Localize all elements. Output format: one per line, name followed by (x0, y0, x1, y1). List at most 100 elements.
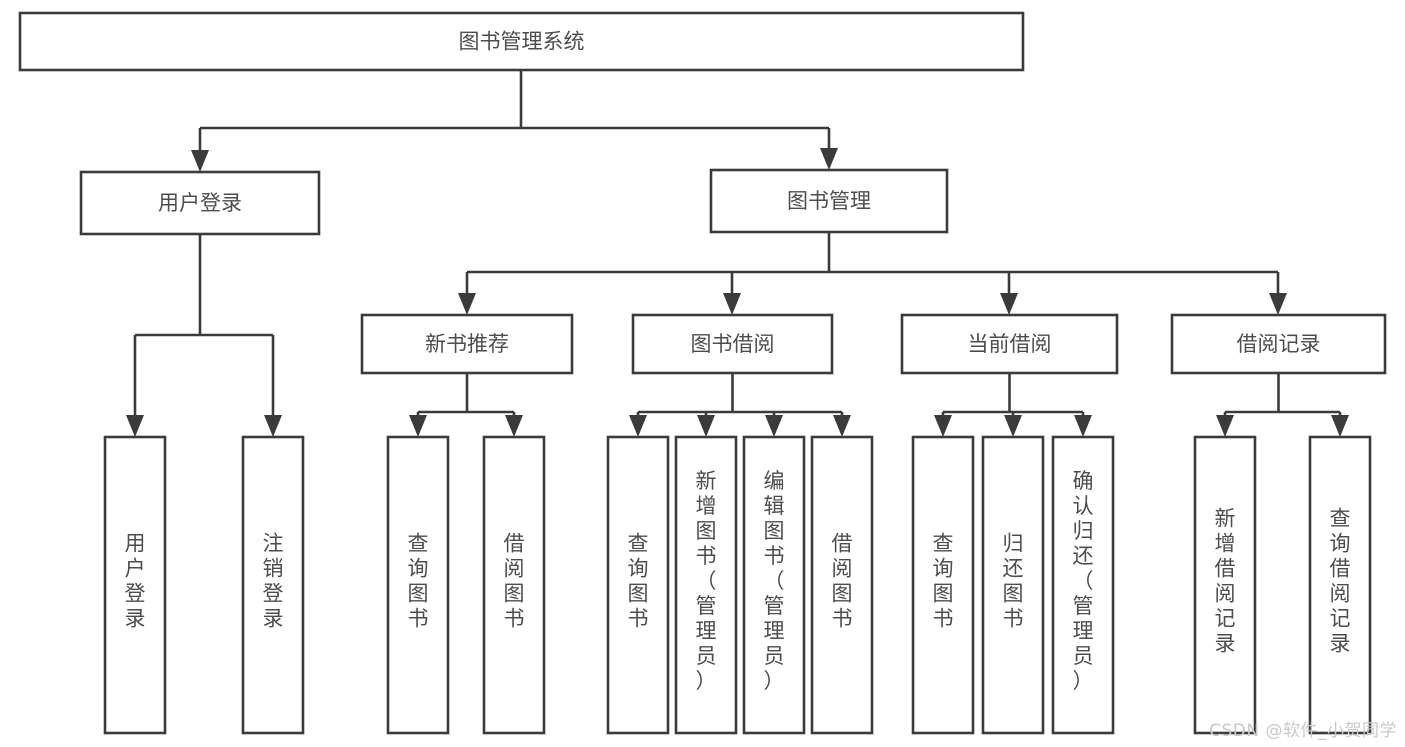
node-leaf-12-label-char: 记 (1330, 607, 1351, 631)
node-level2-3-rect[interactable] (1170, 313, 1387, 375)
node-leaf-0-label-char: 录 (125, 607, 146, 631)
node-root-rect[interactable] (18, 11, 1025, 72)
node-leaf-0-rect[interactable] (103, 435, 167, 735)
node-level2-0[interactable]: 新书推荐 (360, 313, 574, 375)
arrow-head-icon-leaf-当前借阅-2 (1074, 415, 1092, 437)
node-leaf-10-label-char: 理 (1073, 619, 1094, 643)
node-layer: 图书管理系统用户登录图书管理新书推荐图书借阅当前借阅借阅记录用户登录注销登录查询… (18, 11, 1387, 735)
node-leaf-3-label-char: 借 (504, 532, 525, 556)
node-level2-0-rect[interactable] (360, 313, 574, 375)
connector-layer (126, 70, 1349, 437)
node-level2-2[interactable]: 当前借阅 (900, 313, 1119, 375)
arrow-head-icon-level2-2 (1000, 293, 1018, 315)
node-root-label: 图书管理系统 (459, 30, 585, 54)
node-leaf-11-label-char: 增 (1215, 532, 1236, 556)
node-leaf-1-rect[interactable] (241, 435, 305, 735)
node-leaf-8-label-char: 图 (933, 582, 954, 606)
node-leaf-12-label-char: 录 (1330, 632, 1351, 656)
node-leaf-5-label-char: （ (696, 569, 717, 593)
node-level1-0[interactable]: 用户登录 (79, 170, 321, 236)
node-leaf-10-label-char: ） (1073, 669, 1094, 693)
arrow-head-icon-leaf-借阅记录-0 (1216, 415, 1234, 437)
node-leaf-10-label-char: 管 (1073, 594, 1094, 618)
watermark-text: CSDN @软件_小贺同学 (1209, 721, 1397, 741)
node-leaf-9-rect[interactable] (981, 435, 1045, 735)
node-leaf-1-label-char: 注 (263, 532, 284, 556)
node-leaf-1-label-char: 登 (263, 582, 284, 606)
node-level1-1-label: 图书管理 (787, 189, 871, 213)
node-level1-1[interactable]: 图书管理 (709, 168, 949, 234)
arrow-head-icon-level2-1 (723, 293, 741, 315)
node-leaf-10-label-char: （ (1073, 569, 1094, 593)
node-leaf-7-label-char: 阅 (832, 557, 853, 581)
arrow-head-icon-level1-1 (820, 148, 838, 170)
node-leaf-10-label-char: 还 (1073, 544, 1094, 568)
node-leaf-10-rect[interactable] (1051, 435, 1115, 735)
node-leaf-12-label-char: 阅 (1330, 582, 1351, 606)
node-leaf-5-label-char: 增 (696, 494, 717, 518)
node-leaf-7-label-char: 借 (832, 532, 853, 556)
node-leaf-1-label-char: 销 (263, 557, 284, 581)
node-level2-1-rect[interactable] (631, 313, 834, 375)
node-leaf-5-label-char: 员 (696, 644, 717, 668)
node-level1-0-rect[interactable] (79, 170, 321, 236)
node-leaf-9-label-char: 归 (1003, 532, 1024, 556)
node-leaf-10-label-char: 归 (1073, 519, 1094, 543)
arrow-head-icon-leaf-借阅记录-1 (1331, 415, 1349, 437)
arrow-head-icon-leaf-新书推荐-1 (505, 415, 523, 437)
arrow-head-icon-leaf-新书推荐-0 (409, 415, 427, 437)
node-leaf-3-label-char: 书 (504, 607, 525, 631)
node-leaf-7-rect[interactable] (810, 435, 874, 735)
node-leaf-10-label-char: 认 (1073, 494, 1094, 518)
node-leaf-4-label-char: 询 (628, 557, 649, 581)
node-level2-3-label: 借阅记录 (1237, 332, 1321, 356)
node-leaf-11-rect[interactable] (1193, 435, 1257, 735)
node-level2-2-rect[interactable] (900, 313, 1119, 375)
arrow-head-icon-leaf-图书借阅-2 (765, 415, 783, 437)
node-root[interactable]: 图书管理系统 (18, 11, 1025, 72)
node-leaf-0[interactable]: 用户登录 (103, 435, 167, 735)
node-leaf-8-label-char: 询 (933, 557, 954, 581)
arrow-head-icon-leaf-当前借阅-0 (934, 415, 952, 437)
node-leaf-6-label-char: ） (764, 669, 785, 693)
node-leaf-4-rect[interactable] (606, 435, 670, 735)
node-leaf-8-rect[interactable] (911, 435, 975, 735)
node-leaf-6-label-char: 理 (764, 619, 785, 643)
node-leaf-9-label-char: 图 (1003, 582, 1024, 606)
node-leaf-3-label-char: 阅 (504, 557, 525, 581)
node-leaf-11-label-char: 借 (1215, 557, 1236, 581)
arrow-head-icon-leaf-当前借阅-1 (1004, 415, 1022, 437)
arrow-head-icon-level2-0 (458, 293, 476, 315)
arrow-head-icon-leaf-图书借阅-3 (833, 415, 851, 437)
node-leaf-10-label-char: 确 (1073, 469, 1094, 493)
arrow-head-icon-login-1 (264, 415, 282, 437)
node-leaf-12-rect[interactable] (1308, 435, 1372, 735)
node-leaf-0-label-char: 用 (125, 532, 146, 556)
node-level2-1[interactable]: 图书借阅 (631, 313, 834, 375)
node-leaf-12-label-char: 询 (1330, 532, 1351, 556)
node-leaf-5-label-char: 理 (696, 619, 717, 643)
node-level2-3[interactable]: 借阅记录 (1170, 313, 1387, 375)
node-leaf-6-label-char: 图 (764, 519, 785, 543)
node-leaf-6-label-char: 编 (764, 469, 785, 493)
node-leaf-2-rect[interactable] (386, 435, 450, 735)
arrow-head-icon-leaf-图书借阅-0 (629, 415, 647, 437)
node-leaf-6-rect[interactable] (742, 435, 806, 735)
node-level1-1-rect[interactable] (709, 168, 949, 234)
node-leaf-5-rect[interactable] (674, 435, 738, 735)
node-leaf-3-rect[interactable] (482, 435, 546, 735)
node-leaf-5-label-char: 管 (696, 594, 717, 618)
